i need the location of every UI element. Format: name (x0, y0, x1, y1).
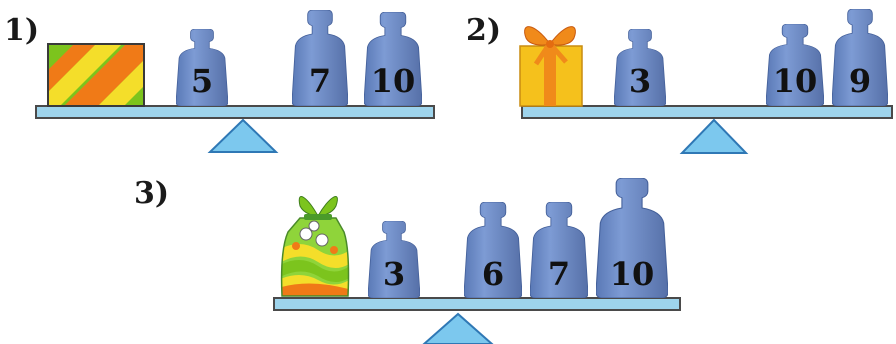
weight-label: 10 (610, 255, 655, 293)
weight-7: 7 (530, 202, 588, 298)
weight-label: 6 (482, 255, 504, 293)
weight-7: 7 (292, 10, 348, 106)
scale-3-label: 3) (134, 176, 169, 211)
weight-label: 7 (309, 62, 331, 100)
scale-2: 2) 3 10 9 (466, 9, 893, 154)
scale-1-label: 1) (4, 13, 39, 48)
candy-bag (280, 196, 350, 297)
scale-1: 1) 5 7 10 (4, 10, 435, 153)
weight-6: 6 (464, 202, 522, 298)
weight-label: 10 (773, 62, 818, 100)
scale-1-beam (35, 105, 435, 119)
weight-label: 3 (383, 255, 405, 293)
scale-1-fulcrum (207, 118, 279, 153)
gift-box (519, 26, 583, 107)
scale-3-beam (273, 297, 681, 311)
weight-5: 5 (176, 29, 228, 106)
weight-label: 9 (849, 62, 871, 100)
weight-3: 3 (368, 221, 420, 298)
weight-label: 3 (629, 62, 651, 100)
weight-label: 7 (548, 255, 570, 293)
weight-10: 10 (364, 12, 422, 106)
weight-10: 10 (766, 24, 824, 106)
scale-3: 3) (134, 176, 681, 344)
weight-label: 10 (371, 62, 416, 100)
weight-3: 3 (614, 29, 666, 106)
scale-2-beam (521, 105, 893, 119)
scale-2-fulcrum (679, 118, 749, 154)
scale-3-fulcrum (422, 312, 494, 344)
weight-label: 5 (191, 62, 213, 100)
scale-2-label: 2) (466, 13, 501, 48)
striped-box (47, 43, 145, 107)
weight-10: 10 (596, 178, 668, 298)
weight-9: 9 (832, 9, 888, 106)
